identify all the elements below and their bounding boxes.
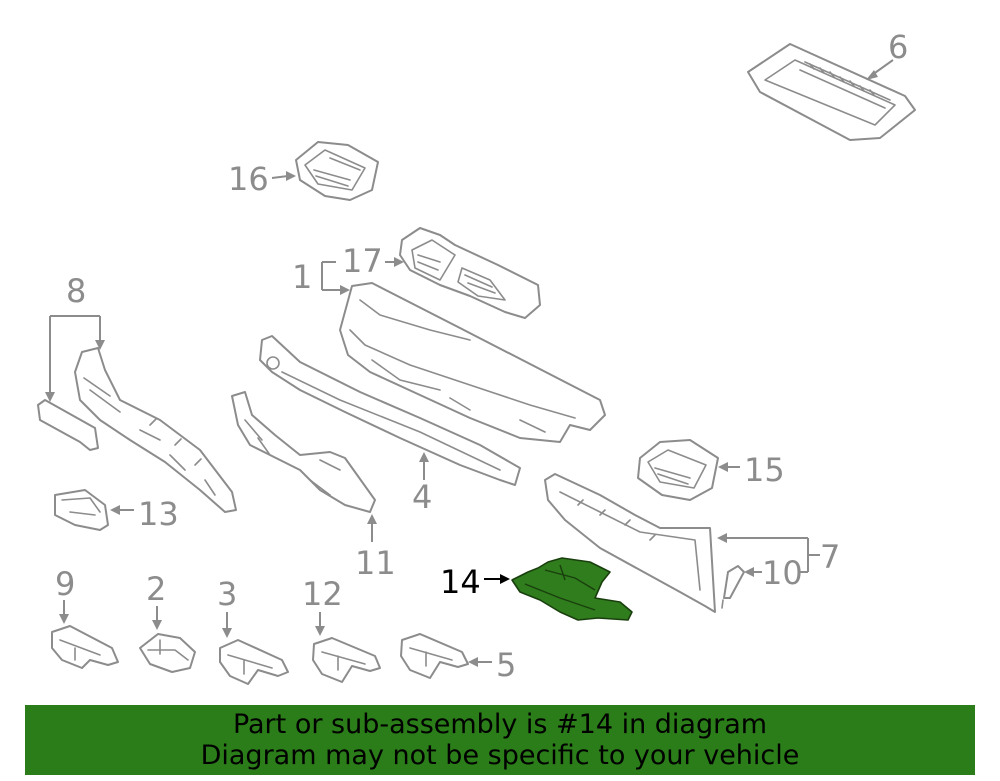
callout-14: 14: [440, 563, 510, 601]
callout-13: 13: [110, 495, 179, 533]
callout-4: 4: [412, 452, 432, 516]
banner-line-1: Part or sub-assembly is #14 in diagram: [232, 709, 768, 740]
callout-12: 12: [302, 575, 343, 636]
part-14-highlighted-bracket: [511, 557, 633, 621]
callout-3-label: 3: [217, 575, 237, 613]
callout-8: 8: [45, 272, 105, 402]
callout-9-label: 9: [55, 565, 75, 603]
part-10-pin: [721, 565, 745, 609]
callout-1-label: 1: [292, 258, 312, 296]
callout-15-label: 15: [744, 451, 785, 489]
callout-15: 15: [718, 451, 785, 489]
callout-1: 1: [292, 258, 350, 296]
part-2-clip: [139, 633, 196, 673]
part-15-air-vent: [637, 439, 719, 501]
callout-11: 11: [355, 514, 396, 582]
callout-5-label: 5: [496, 646, 516, 684]
callout-6-label: 6: [888, 28, 908, 66]
callout-16: 16: [228, 160, 296, 198]
callout-17-label: 17: [342, 242, 383, 280]
callout-2-label: 2: [146, 570, 166, 608]
parts-diagram: 6 16 17 1: [37, 28, 916, 685]
info-banner: Part or sub-assembly is #14 in diagram D…: [25, 705, 975, 775]
callout-7-label: 7: [820, 538, 840, 576]
callout-5: 5: [468, 646, 516, 684]
callout-3: 3: [217, 575, 237, 638]
callout-9: 9: [55, 565, 75, 624]
part-11-bracket: [231, 391, 376, 513]
callout-11-label: 11: [355, 544, 396, 582]
part-7-right-trim: [544, 473, 716, 613]
callout-16-label: 16: [228, 160, 269, 198]
part-8-left-trim: [37, 347, 237, 513]
callout-8-label: 8: [66, 272, 86, 310]
part-16-air-vent: [295, 141, 379, 201]
part-1-instrument-panel: [339, 282, 606, 443]
part-17-center-vent: [399, 227, 541, 319]
part-5-clip: [400, 633, 469, 679]
part-13-clip: [54, 489, 109, 531]
callout-2: 2: [146, 570, 166, 630]
part-12-clip: [312, 637, 381, 683]
callout-10: 10: [744, 554, 803, 592]
part-9-clip: [51, 625, 119, 669]
callout-4-label: 4: [412, 478, 432, 516]
callout-12-label: 12: [302, 575, 343, 613]
part-4-trim-strip: [259, 335, 521, 486]
banner-line-2: Diagram may not be specific to your vehi…: [200, 740, 800, 771]
callout-7: 7: [717, 533, 840, 576]
callout-13-label: 13: [138, 495, 179, 533]
callout-14-label: 14: [440, 563, 481, 601]
callout-6: 6: [866, 28, 908, 80]
callout-17: 17: [342, 242, 404, 280]
part-3-clip: [219, 639, 289, 685]
callout-10-label: 10: [762, 554, 803, 592]
part-6-trim-panel: [747, 43, 916, 141]
